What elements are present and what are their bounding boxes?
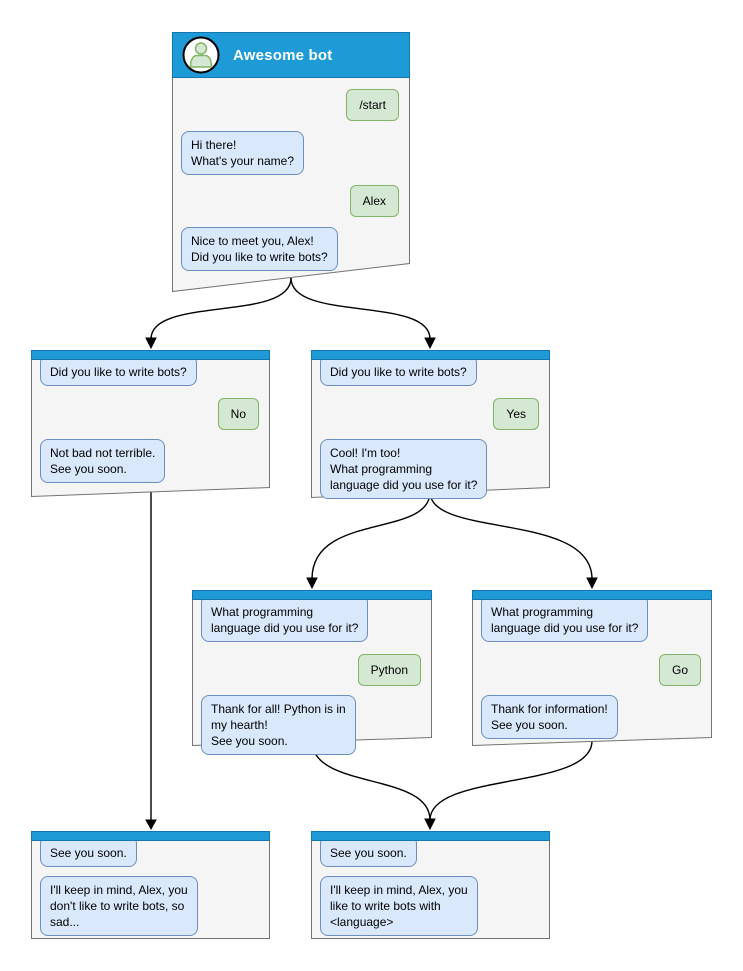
chat-window-final-language: See you soon. I'll keep in mind, Alex, y… — [311, 831, 550, 939]
chat-window-final-no: See you soon. I'll keep in mind, Alex, y… — [31, 831, 270, 939]
arrowhead-final-language — [424, 818, 436, 831]
window-header — [31, 350, 270, 360]
bot-message-bubble: See you soon. — [320, 839, 417, 867]
edge-go-to-final-language — [429, 740, 593, 821]
bot-message-bubble: I'll keep in mind, Alex, you like to wri… — [320, 876, 478, 936]
arrowhead-final-no — [145, 819, 157, 831]
message-list: See you soon. I'll keep in mind, Alex, y… — [32, 839, 269, 945]
message-list: See you soon. I'll keep in mind, Alex, y… — [312, 839, 549, 945]
bot-message-bubble: Thank for all! Python is in my hearth! S… — [201, 695, 356, 755]
message-list: /start Hi there! What's your name? Alex … — [173, 78, 409, 281]
window-title: Awesome bot — [233, 46, 333, 64]
chat-window-branch-no: Did you like to write bots? No Not bad n… — [31, 350, 270, 498]
message-list: Did you like to write bots? Yes Cool! I'… — [312, 358, 549, 508]
chat-window-branch-yes: Did you like to write bots? Yes Cool! I'… — [311, 350, 550, 499]
edge-awesome-bot-to-branch-yes — [290, 277, 431, 340]
bot-message-bubble: Hi there! What's your name? — [181, 131, 305, 175]
edge-branch-yes-to-python — [311, 491, 431, 580]
chat-window-branch-go: What programming language did you use fo… — [472, 590, 712, 748]
bot-message-bubble: What programming language did you use fo… — [481, 598, 649, 642]
bot-message-bubble: Not bad not terrible. See you soon. — [40, 439, 166, 483]
bot-message-bubble: Did you like to write bots? — [320, 358, 477, 386]
window-header — [192, 590, 432, 600]
chat-window-awesome-bot: Awesome bot /start Hi there! What's your… — [172, 32, 410, 293]
user-message-bubble: Python — [357, 654, 421, 686]
edge-python-to-final-language — [311, 740, 431, 821]
window-header — [311, 831, 550, 841]
bot-message-bubble: I'll keep in mind, Alex, you don't like … — [40, 876, 198, 936]
user-message-bubble: /start — [346, 89, 399, 121]
message-list: Did you like to write bots? No Not bad n… — [32, 358, 269, 492]
arrowhead-branch-no — [145, 337, 157, 350]
window-header: Awesome bot — [172, 32, 410, 78]
bot-message-bubble: Cool! I'm too! What programming language… — [320, 439, 488, 499]
bot-message-bubble: Did you like to write bots? — [40, 358, 197, 386]
arrowhead-python — [306, 577, 318, 590]
window-header — [472, 590, 712, 600]
edge-branch-yes-to-go — [429, 491, 593, 580]
bot-message-bubble: See you soon. — [40, 839, 137, 867]
edge-awesome-bot-to-branch-no — [150, 277, 292, 340]
user-message-bubble: Go — [658, 654, 701, 686]
bot-avatar-icon — [182, 36, 220, 74]
message-list: What programming language did you use fo… — [193, 598, 431, 764]
bot-message-bubble: Nice to meet you, Alex! Did you like to … — [181, 227, 338, 271]
bot-message-bubble: Thank for information! See you soon. — [481, 695, 618, 739]
window-header — [31, 831, 270, 841]
arrowhead-branch-yes — [424, 337, 436, 350]
message-list: What programming language did you use fo… — [473, 598, 711, 748]
bot-message-bubble: What programming language did you use fo… — [201, 598, 369, 642]
user-message-bubble: No — [217, 398, 259, 430]
user-message-bubble: Yes — [493, 398, 539, 430]
window-header — [311, 350, 550, 360]
arrowhead-go — [586, 577, 598, 590]
user-message-bubble: Alex — [349, 185, 399, 217]
chat-window-branch-python: What programming language did you use fo… — [192, 590, 432, 755]
